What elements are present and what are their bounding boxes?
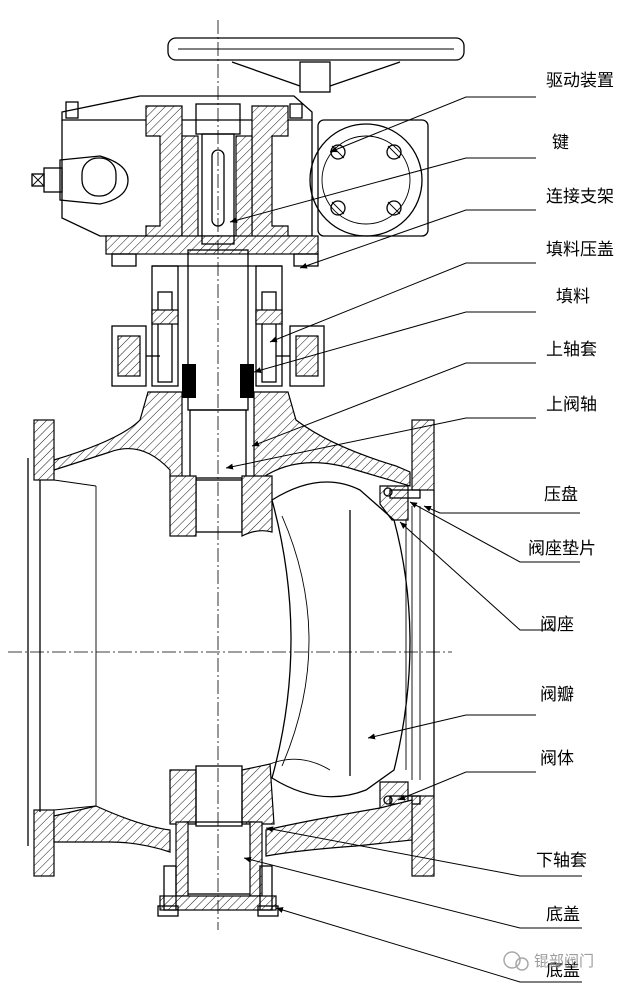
label-lower-bushing: 下轴套: [536, 851, 587, 871]
label-key: 键: [552, 133, 569, 153]
label-seat: 阀座: [540, 615, 574, 635]
watermark: 锟部阀门: [503, 951, 594, 971]
label-upper-bushing: 上轴套: [546, 340, 597, 360]
watermark-text: 锟部阀门: [534, 952, 594, 970]
valve-disc: [271, 481, 411, 798]
left-flange: [27, 419, 97, 877]
actuator-housing: [31, 95, 429, 267]
label-press-plate: 压盘: [544, 485, 578, 505]
handwheel: [167, 37, 465, 93]
label-body: 阀体: [540, 749, 574, 769]
label-gland: 填料压盖: [546, 240, 614, 260]
valve-body-lower: [53, 758, 413, 917]
label-disc: 阀瓣: [540, 685, 574, 705]
label-packing: 填料: [556, 287, 590, 307]
wechat-icon: [503, 951, 521, 969]
label-upper-stem: 上阀轴: [546, 395, 597, 415]
valve-body-neck: [53, 391, 411, 537]
label-bracket: 连接支架: [546, 187, 614, 207]
connecting-bracket: [111, 265, 325, 398]
label-bottom-cover-2: 底盖: [546, 961, 580, 981]
label-seat-gasket: 阀座垫片: [528, 539, 596, 559]
right-flange: [379, 419, 435, 877]
label-drive: 驱动装置: [546, 71, 614, 91]
leader-lines: [225, 96, 582, 983]
label-bottom-cover: 底盖: [546, 905, 580, 925]
